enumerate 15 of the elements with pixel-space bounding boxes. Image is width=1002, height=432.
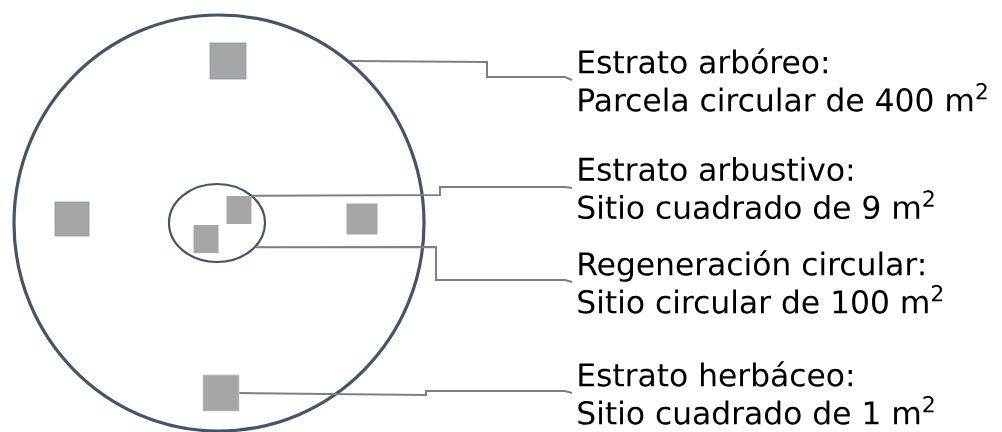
label-text: Estrato herbáceo: Sitio cuadrado de 1 m$^{2}$ <box>578 361 934 425</box>
leader-line <box>250 186 573 197</box>
square-subplot <box>346 203 378 235</box>
leader-line <box>238 390 573 397</box>
plot-circle <box>167 182 267 264</box>
square-subplot <box>54 201 90 237</box>
square-subplot <box>226 196 252 224</box>
label-text: Regeneración circular: Sitio circular de 100 m$^{2}$ <box>578 250 943 314</box>
label-text: Estrato arbustivo: Sitio cuadrado de 9 m$^{2}$ <box>578 156 934 220</box>
label-text: Estrato arbóreo: Parcela circular de 400 m$^{2}$ <box>579 48 987 112</box>
square-subplot <box>202 374 240 412</box>
square-subplot <box>193 225 219 253</box>
leader-line <box>255 246 573 283</box>
square-subplot <box>209 42 247 80</box>
leader-line <box>349 60 573 81</box>
